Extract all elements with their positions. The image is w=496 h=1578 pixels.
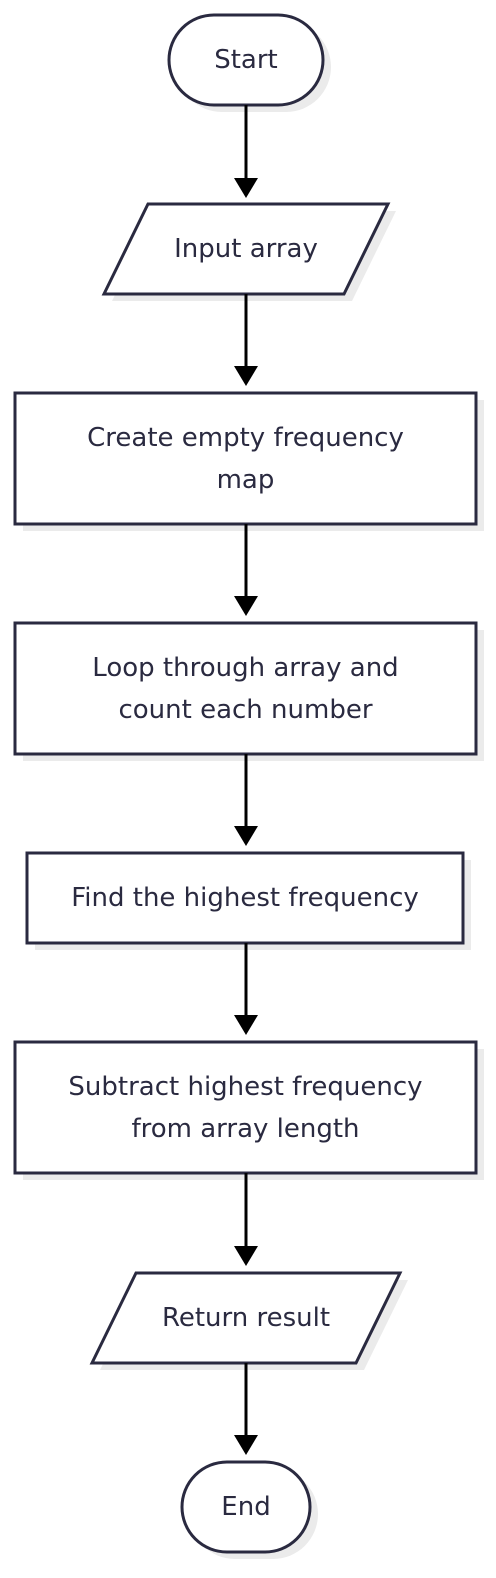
loop-count-node — [13, 621, 484, 761]
create-map-node — [13, 391, 484, 531]
return-result-node — [89, 1271, 408, 1370]
arrow-loop-to-find-highest — [234, 754, 258, 846]
arrow-return-to-end — [234, 1363, 258, 1455]
input-node — [101, 202, 396, 301]
arrow-find-highest-to-subtract — [234, 943, 258, 1035]
arrow-input-to-create-map — [234, 294, 258, 386]
input-label: Input array — [174, 234, 318, 264]
arrow-start-to-input — [234, 105, 258, 198]
arrow-subtract-to-return — [234, 1173, 258, 1266]
find-highest-label: Find the highest frequency — [71, 883, 419, 913]
return-result-label: Return result — [161, 1303, 331, 1333]
subtract-label: Subtract highest frequency from array le… — [68, 1071, 423, 1144]
find-highest-node — [25, 851, 471, 950]
subtract-node — [13, 1040, 484, 1180]
start-label: Start — [214, 45, 278, 75]
arrow-create-map-to-loop — [234, 524, 258, 616]
loop-count-label: Loop through array and count each number — [92, 652, 399, 725]
end-node — [180, 1460, 318, 1559]
end-label: End — [221, 1492, 271, 1522]
create-map-label: Create empty frequency map — [87, 422, 404, 495]
